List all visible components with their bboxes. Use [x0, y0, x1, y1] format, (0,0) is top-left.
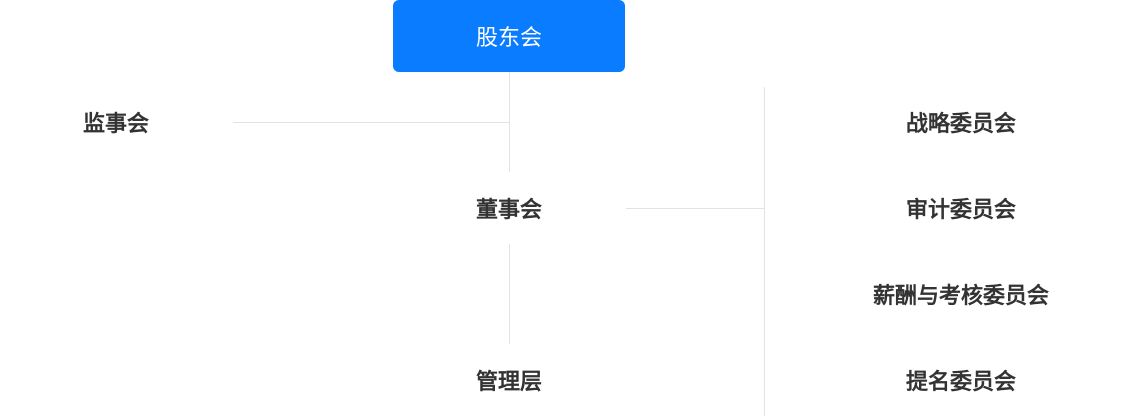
connector-board-to-committees — [626, 208, 764, 209]
board-of-directors-node: 董事会 — [475, 198, 542, 223]
supervisory-board-node: 监事会 — [82, 112, 149, 137]
committee-remuneration-node: 薪酬与考核委员会 — [872, 284, 1049, 309]
connector-supervisory — [233, 122, 509, 123]
shareholders-meeting-node: 股东会 — [393, 0, 625, 72]
connector-board-to-management — [509, 244, 510, 344]
management-node: 管理层 — [475, 370, 542, 395]
committee-audit-node: 审计委员会 — [905, 198, 1016, 223]
committee-nomination-node: 提名委员会 — [905, 370, 1016, 395]
connector-root-to-board — [509, 72, 510, 172]
connector-committees-trunk — [764, 87, 765, 416]
committee-strategy-node: 战略委员会 — [905, 112, 1016, 137]
